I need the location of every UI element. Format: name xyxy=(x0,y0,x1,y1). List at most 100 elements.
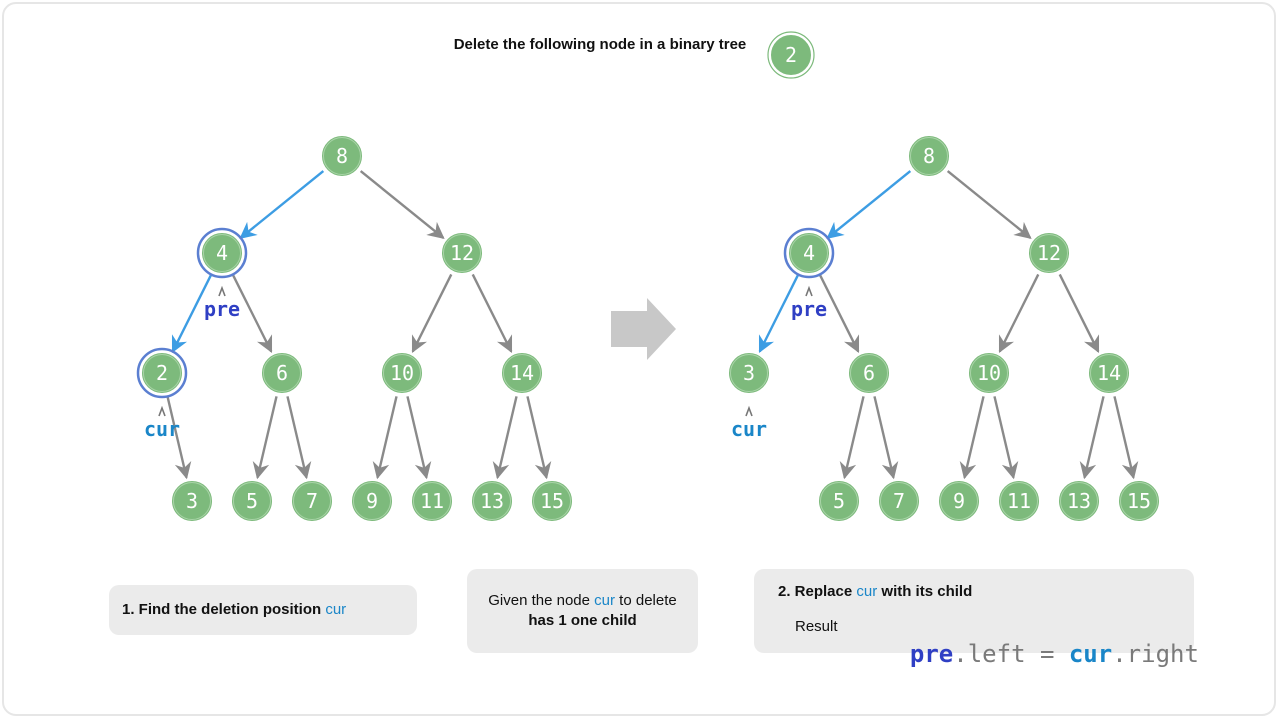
left-tree-edge-8-4 xyxy=(239,170,325,239)
right-tree-pre-label: pre xyxy=(791,297,827,321)
left-tree-pre-caret-icon xyxy=(218,285,226,297)
right-tree-node-10: 10 xyxy=(967,351,1011,395)
given-var: cur xyxy=(594,592,616,609)
right-tree-edge-10-9 xyxy=(959,396,985,480)
right-tree-node-label-9: 9 xyxy=(953,489,965,513)
right-tree-node-label-5: 5 xyxy=(833,489,845,513)
right-tree-edge-10-11 xyxy=(993,396,1019,480)
code-cur: cur xyxy=(1068,640,1113,668)
left-tree-cur-label: cur xyxy=(144,417,180,441)
right-tree-edge-8-12 xyxy=(946,170,1032,239)
left-tree-node-8: 8 xyxy=(320,134,364,178)
right-tree-edge-14-15 xyxy=(1113,396,1139,480)
left-tree-node-5: 5 xyxy=(230,479,274,523)
left-tree-node-label-12: 12 xyxy=(450,241,474,265)
right-tree-node-label-11: 11 xyxy=(1007,489,1031,513)
left-tree-node-10: 10 xyxy=(380,351,424,395)
right-tree-node-label-14: 14 xyxy=(1097,361,1121,385)
right-tree-pre-caret-icon xyxy=(805,285,813,297)
left-tree-edge-14-13 xyxy=(492,396,518,480)
left-tree-node-label-10: 10 xyxy=(390,361,414,385)
left-tree-node-label-8: 8 xyxy=(336,144,348,168)
right-tree-node-7: 7 xyxy=(877,479,921,523)
given-pre: Given the node xyxy=(488,592,595,609)
right-tree-node-11: 11 xyxy=(997,479,1041,523)
given-caption: Given the node cur to delete has 1 one c… xyxy=(467,591,698,631)
right-tree-edge-8-4 xyxy=(826,170,912,239)
left-tree-node-label-13: 13 xyxy=(480,489,504,513)
left-tree-edge-8-12 xyxy=(359,170,445,239)
right-tree-node-label-7: 7 xyxy=(893,489,905,513)
left-tree-node-7: 7 xyxy=(290,479,334,523)
right-tree-cur-label: cur xyxy=(731,417,767,441)
left-tree-node-label-7: 7 xyxy=(306,489,318,513)
left-tree-node-label-14: 14 xyxy=(510,361,534,385)
left-tree-node-3: 3 xyxy=(170,479,214,523)
right-tree-node-label-13: 13 xyxy=(1067,489,1091,513)
right-tree-cur-caret-icon xyxy=(745,405,753,417)
target-node-label: 2 xyxy=(785,43,797,67)
given-post: to delete xyxy=(615,592,677,609)
right-tree-edge-6-7 xyxy=(873,396,899,480)
step2-caption: 2. Replace cur with its child xyxy=(778,583,972,600)
target-node: 2 xyxy=(767,31,815,79)
transition-arrow-icon xyxy=(611,298,676,360)
step1-var: cur xyxy=(325,601,347,618)
left-tree-node-label-2: 2 xyxy=(156,361,168,385)
step2-num: 2. Replace xyxy=(778,583,857,600)
left-tree-node-label-4: 4 xyxy=(216,241,228,265)
left-tree-edge-2-3 xyxy=(166,396,192,480)
left-tree-node-14: 14 xyxy=(500,351,544,395)
left-tree-node-12: 12 xyxy=(440,231,484,275)
left-tree-node-6: 6 xyxy=(260,351,304,395)
code-pre: pre xyxy=(909,640,954,668)
step1-text: 1. Find the deletion position xyxy=(122,601,326,618)
left-tree-edge-14-15 xyxy=(526,396,552,480)
left-tree-node-9: 9 xyxy=(350,479,394,523)
given-line2: has 1 one child xyxy=(528,612,637,629)
left-tree-node-label-6: 6 xyxy=(276,361,288,385)
right-tree-node-9: 9 xyxy=(937,479,981,523)
diagram-title: Delete the following node in a binary tr… xyxy=(453,36,747,53)
right-tree-node-label-10: 10 xyxy=(977,361,1001,385)
left-tree-node-label-9: 9 xyxy=(366,489,378,513)
left-tree-node-label-11: 11 xyxy=(420,489,444,513)
result-label: Result xyxy=(795,618,838,635)
left-tree-node-label-5: 5 xyxy=(246,489,258,513)
right-tree-node-label-3: 3 xyxy=(743,361,755,385)
left-tree-node-15: 15 xyxy=(530,479,574,523)
step2-post: with its child xyxy=(877,583,973,600)
left-tree-edge-12-14 xyxy=(471,273,513,354)
right-tree-edge-4-6 xyxy=(818,273,860,354)
left-tree-edge-10-9 xyxy=(372,396,398,480)
step2-caption-box xyxy=(754,569,1194,653)
right-tree-node-3: 3 xyxy=(727,351,771,395)
step1-caption: 1. Find the deletion position cur xyxy=(122,601,346,618)
left-tree-edge-4-6 xyxy=(231,273,273,354)
right-tree-edge-4-3 xyxy=(758,273,800,354)
left-tree-edge-4-2 xyxy=(171,273,213,354)
right-tree-node-6: 6 xyxy=(847,351,891,395)
left-tree-edge-10-11 xyxy=(406,396,432,480)
right-tree-edge-14-13 xyxy=(1079,396,1105,480)
left-tree-cur-caret-icon xyxy=(158,405,166,417)
code-left: .left = xyxy=(953,640,1069,668)
right-tree-node-8: 8 xyxy=(907,134,951,178)
left-tree-node-label-15: 15 xyxy=(540,489,564,513)
left-tree-edge-6-7 xyxy=(286,396,312,480)
right-tree-node-label-8: 8 xyxy=(923,144,935,168)
left-tree-node-4: 4 xyxy=(196,227,248,279)
right-tree-node-14: 14 xyxy=(1087,351,1131,395)
code-right: .right xyxy=(1112,640,1199,668)
right-tree-edge-6-5 xyxy=(839,396,865,480)
right-tree-node-13: 13 xyxy=(1057,479,1101,523)
given-caption-box xyxy=(467,569,698,653)
right-tree-node-5: 5 xyxy=(817,479,861,523)
step1-caption-box xyxy=(109,585,417,635)
right-tree-node-label-4: 4 xyxy=(803,241,815,265)
left-tree-pre-label: pre xyxy=(204,297,240,321)
left-tree-node-11: 11 xyxy=(410,479,454,523)
left-tree-node-13: 13 xyxy=(470,479,514,523)
result-code: pre.left = cur.right xyxy=(881,612,1199,668)
